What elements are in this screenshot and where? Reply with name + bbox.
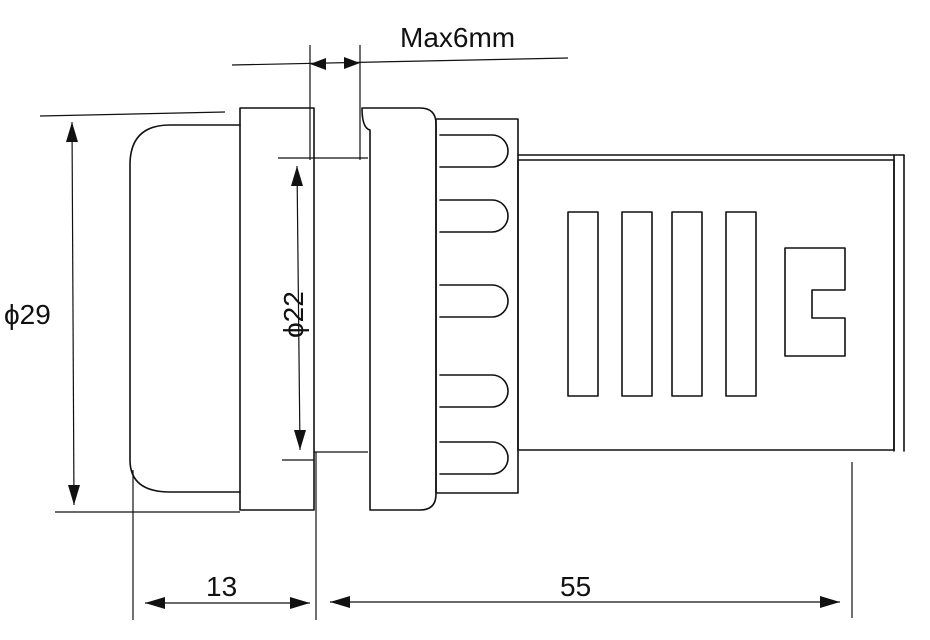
arrow-head [145, 597, 165, 609]
ext-line-outer-top [39, 111, 226, 117]
arrow-head [820, 596, 840, 608]
bracket-mark [784, 247, 846, 357]
front-bezel [239, 107, 315, 511]
vent-slot [621, 211, 653, 397]
arrow-head [290, 597, 310, 609]
mounting-nut [361, 107, 437, 511]
arrow-head [294, 430, 306, 450]
arrow-head [68, 485, 80, 505]
arrow-head [66, 122, 78, 142]
terminal-slot [439, 441, 509, 475]
terminal-slot [439, 374, 509, 408]
arrow-head [291, 166, 303, 186]
label-max-thickness: Max6mm [400, 22, 515, 53]
arrow-head [344, 57, 360, 69]
label-length-body: 55 [560, 571, 591, 602]
terminal-block [435, 118, 519, 494]
label-diameter-inner: ϕ22 [278, 291, 309, 338]
label-length-front: 13 [206, 571, 237, 602]
vent-slot [567, 211, 599, 397]
dim-line-max-thickness [231, 57, 569, 66]
terminal-slot [439, 134, 509, 168]
terminal-slot [439, 199, 509, 233]
dim-line-diameter-outer [71, 121, 75, 506]
arrow-head [310, 58, 326, 70]
terminal-slots [439, 134, 509, 475]
vent-slot [671, 211, 703, 397]
dim-line-diameter-inner [296, 165, 301, 451]
vent-slot [725, 211, 757, 397]
rear-housing [517, 159, 895, 451]
terminal-slot [439, 284, 509, 318]
front-cap [129, 124, 241, 493]
label-diameter-outer: ϕ29 [4, 299, 51, 330]
arrow-head [330, 596, 350, 608]
